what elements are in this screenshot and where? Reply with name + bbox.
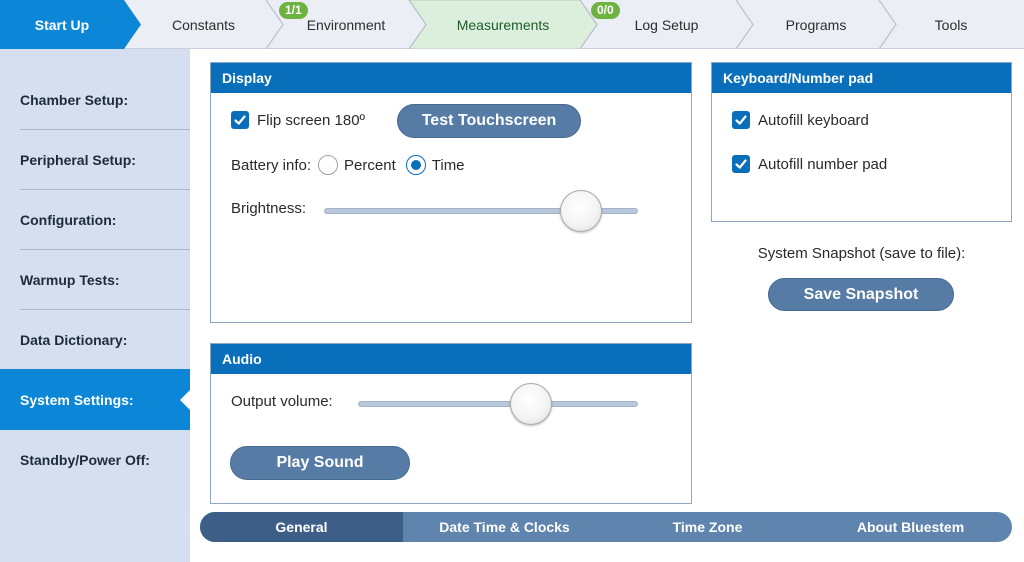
autofill-numpad-checkbox[interactable] (732, 155, 750, 173)
sidebar: Chamber Setup: Peripheral Setup: Configu… (0, 49, 190, 562)
sidebar-item-label: Standby/Power Off: (20, 452, 150, 468)
audio-panel-title: Audio (211, 344, 691, 374)
checkmark-icon (735, 159, 747, 169)
nav-step-programs[interactable]: Programs (753, 0, 879, 49)
output-volume-label: Output volume: (231, 393, 333, 410)
sidebar-item-configuration[interactable]: Configuration: (0, 190, 190, 250)
nav-step-log-setup[interactable]: Log Setup (597, 0, 736, 49)
sidebar-item-label: Data Dictionary: (20, 332, 128, 348)
tab-date-time-clocks[interactable]: Date Time & Clocks (439, 519, 570, 535)
autofill-numpad-option[interactable]: Autofill number pad (732, 155, 887, 173)
brightness-slider-track[interactable] (324, 208, 638, 214)
battery-percent-radio[interactable] (318, 155, 339, 175)
sidebar-item-standby-power-off[interactable]: Standby/Power Off: (0, 430, 190, 490)
sidebar-item-system-settings[interactable]: System Settings: (0, 369, 190, 430)
brightness-label: Brightness: (231, 200, 307, 217)
save-snapshot-button[interactable]: Save Snapshot (768, 278, 954, 311)
log-setup-badge: 0/0 (591, 2, 620, 19)
display-panel-title: Display (211, 63, 691, 93)
nav-step-label: Start Up (34, 16, 90, 33)
system-snapshot-label: System Snapshot (save to file): (757, 245, 966, 262)
nav-step-label: Measurements (456, 16, 550, 33)
test-touchscreen-button[interactable]: Test Touchscreen (397, 104, 581, 138)
sidebar-item-label: Configuration: (20, 212, 117, 228)
audio-panel: Audio Output volume: Play Sound (210, 343, 692, 504)
nav-step-label: Environment (306, 16, 386, 33)
brightness-slider-thumb[interactable] (560, 190, 602, 232)
flip-screen-option[interactable]: Flip screen 180º (231, 111, 365, 129)
checkmark-icon (735, 115, 747, 125)
nav-step-constants[interactable]: Constants (141, 0, 266, 49)
nav-step-label: Log Setup (634, 16, 699, 33)
tab-about-bluestem[interactable]: About Bluestem (856, 519, 965, 535)
nav-step-environment[interactable]: Environment (283, 0, 409, 49)
autofill-numpad-label: Autofill number pad (758, 155, 888, 173)
settings-tabs: General Date Time & Clocks Time Zone Abo… (200, 512, 1012, 542)
sidebar-item-label: Peripheral Setup: (20, 152, 136, 168)
battery-time-radio[interactable] (405, 155, 426, 175)
battery-info-label: Battery info: (231, 156, 312, 174)
environment-badge: 1/1 (279, 2, 308, 19)
nav-step-label: Programs (785, 16, 847, 33)
sidebar-item-peripheral-setup[interactable]: Peripheral Setup: (0, 130, 190, 190)
nav-step-start-up[interactable]: Start Up (0, 0, 124, 49)
sidebar-item-label: System Settings: (20, 391, 134, 408)
nav-step-label: Constants (171, 16, 236, 33)
battery-time-label: Time (431, 156, 465, 174)
sidebar-item-label: Warmup Tests: (20, 272, 120, 288)
active-pointer-icon (180, 389, 190, 410)
sidebar-item-chamber-setup[interactable]: Chamber Setup: (0, 70, 190, 130)
tab-time-zone[interactable]: Time Zone (672, 519, 743, 535)
volume-slider-thumb[interactable] (510, 383, 552, 425)
play-sound-button[interactable]: Play Sound (230, 446, 410, 480)
nav-step-measurements[interactable]: Measurements (426, 0, 580, 49)
sidebar-item-label: Chamber Setup: (20, 92, 129, 108)
sidebar-item-data-dictionary[interactable]: Data Dictionary: (0, 310, 190, 370)
keyboard-panel: Keyboard/Number pad Autofill keyboard Au… (711, 62, 1012, 222)
sidebar-item-warmup-tests[interactable]: Warmup Tests: (0, 250, 190, 310)
tab-general[interactable]: General (200, 512, 403, 542)
keyboard-panel-title: Keyboard/Number pad (712, 63, 1011, 93)
workflow-nav: Start Up Constants Environment 1/1 Measu… (0, 0, 1024, 49)
battery-info-row: Battery info: Percent Time (231, 155, 465, 175)
flip-screen-label: Flip screen 180º (257, 111, 366, 129)
autofill-keyboard-checkbox[interactable] (732, 111, 750, 129)
volume-slider-track[interactable] (358, 401, 638, 407)
checkmark-icon (234, 115, 246, 125)
nav-step-label: Tools (934, 16, 968, 33)
nav-step-tools[interactable]: Tools (896, 0, 1006, 49)
battery-percent-label: Percent (344, 156, 396, 174)
flip-screen-checkbox[interactable] (231, 111, 249, 129)
autofill-keyboard-option[interactable]: Autofill keyboard (732, 111, 869, 129)
display-panel: Display Flip screen 180º Test Touchscree… (210, 62, 692, 323)
autofill-keyboard-label: Autofill keyboard (758, 111, 869, 129)
